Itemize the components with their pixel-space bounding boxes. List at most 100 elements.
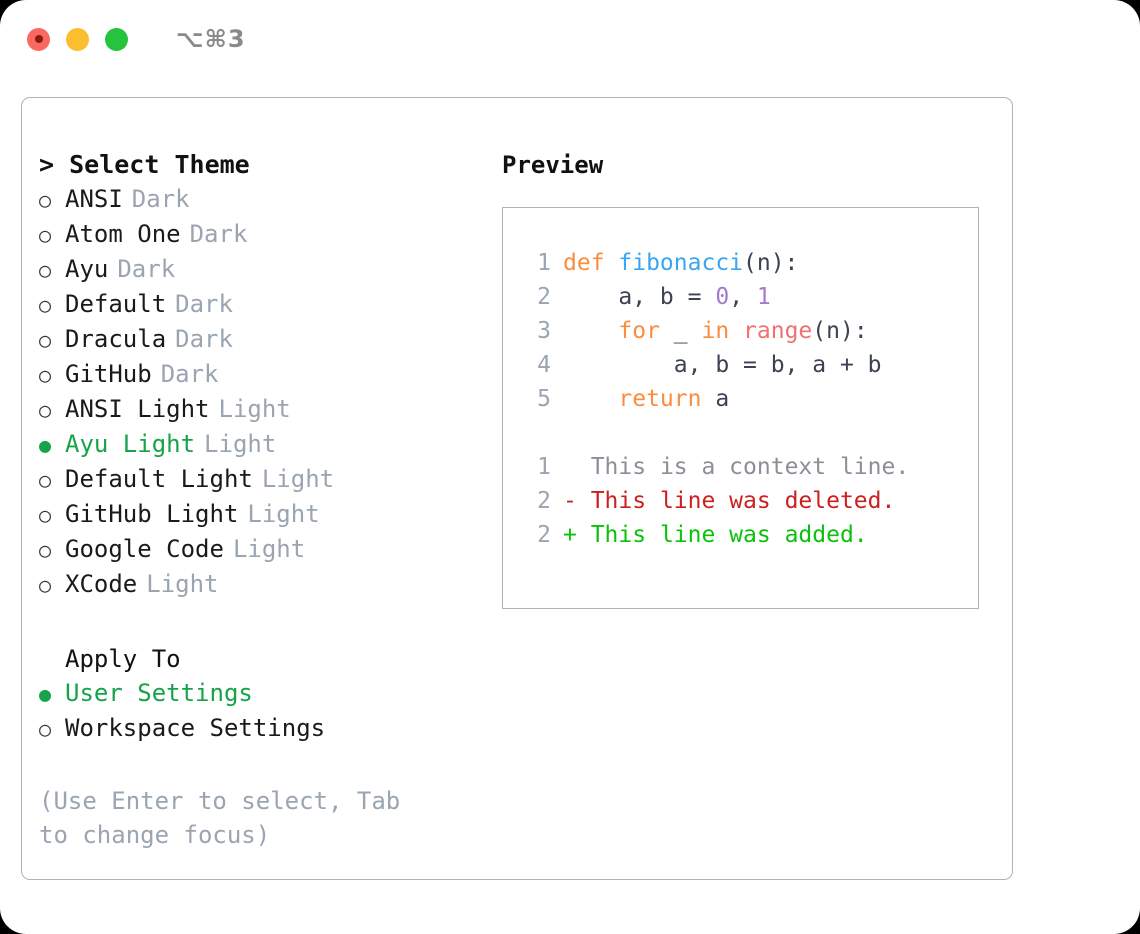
code-line-content: a, b = b, a + b <box>563 348 882 382</box>
theme-option-label: GitHub <box>65 360 152 388</box>
code-token-kw: in <box>701 318 730 344</box>
line-number: 2 <box>537 488 551 514</box>
theme-option-atom-one[interactable]: ○ Atom One Dark <box>39 217 502 252</box>
apply-to-option-label: User Settings <box>65 679 253 707</box>
theme-option-label: GitHub Light <box>65 500 239 528</box>
apply-to-option-list: ● User Settings ○ Workspace Settings <box>39 676 502 746</box>
line-number: 1 <box>537 454 551 480</box>
zoom-button[interactable] <box>105 27 128 51</box>
radio-unselected-icon: ○ <box>39 573 52 597</box>
code-line-content: def fibonacci(n): <box>563 246 798 280</box>
theme-variant-tag: Light <box>247 500 320 528</box>
traffic-lights <box>27 27 128 51</box>
code-line: 1 def fibonacci(n): <box>517 246 978 280</box>
radio-unselected-icon: ○ <box>39 503 52 527</box>
code-line: 5 return a <box>517 382 978 416</box>
theme-option-ayu[interactable]: ○ Ayu Dark <box>39 252 502 287</box>
line-number: 5 <box>537 386 551 412</box>
close-button[interactable] <box>27 27 50 51</box>
radio-unselected-icon: ○ <box>39 398 52 422</box>
theme-variant-tag: Dark <box>175 325 233 353</box>
code-token-plain: (n): <box>812 318 868 344</box>
line-number: 1 <box>537 250 551 276</box>
code-token-plain: a, b = <box>563 284 716 310</box>
code-line-content: return a <box>563 382 729 416</box>
diff-line-added: 2+ This line was added. <box>517 518 978 552</box>
theme-option-label: Ayu Light <box>65 430 196 458</box>
theme-variant-tag: Dark <box>175 290 233 318</box>
theme-option-github[interactable]: ○ GitHub Dark <box>39 357 502 392</box>
diff-sample: 1 This is a context line. 2- This line wa… <box>517 450 978 552</box>
radio-unselected-icon: ○ <box>39 293 52 317</box>
radio-selected-icon: ● <box>39 682 52 706</box>
line-number: 4 <box>537 352 551 378</box>
radio-unselected-icon: ○ <box>39 538 52 562</box>
diff-line-text: This line was deleted. <box>576 488 896 514</box>
apply-to-option-user-settings[interactable]: ● User Settings <box>39 676 502 711</box>
preview-heading: Preview <box>502 151 604 179</box>
diff-line-context: 1 This is a context line. <box>517 450 978 484</box>
code-line: 3 for _ in range(n): <box>517 314 978 348</box>
line-number: 3 <box>537 318 551 344</box>
theme-variant-tag: Dark <box>131 185 190 213</box>
theme-option-label: ANSI <box>65 185 123 213</box>
theme-option-github-light[interactable]: ○ GitHub Light Light <box>39 497 502 532</box>
diff-marker: - <box>563 488 577 514</box>
theme-variant-tag: Light <box>146 570 219 598</box>
radio-unselected-icon: ○ <box>39 258 52 282</box>
theme-variant-tag: Light <box>204 430 277 458</box>
theme-option-label: Atom One <box>65 220 181 248</box>
code-spacer <box>517 416 978 450</box>
theme-variant-tag: Dark <box>160 360 219 388</box>
apply-to-option-label: Workspace Settings <box>65 714 326 742</box>
code-token-bfn: range <box>743 318 813 344</box>
code-line: 2 a, b = 0, 1 <box>517 280 978 314</box>
radio-selected-icon: ● <box>39 433 52 457</box>
theme-variant-tag: Dark <box>189 220 248 248</box>
code-line-content: for _ in range(n): <box>563 314 868 348</box>
code-token-plain: (n): <box>743 250 799 276</box>
code-token-plain: a, b = b, a + b <box>563 352 882 378</box>
select-theme-heading: > Select Theme <box>39 150 250 179</box>
code-token-kw: for <box>618 318 660 344</box>
code-token-plain: a <box>701 386 730 412</box>
theme-variant-tag: Light <box>261 465 335 493</box>
theme-option-label: Default Light <box>65 465 253 493</box>
radio-unselected-icon: ○ <box>39 717 52 741</box>
diff-marker <box>563 450 577 484</box>
code-token-num: 1 <box>756 284 771 310</box>
code-token-kw: def <box>563 250 619 276</box>
radio-unselected-icon: ○ <box>39 363 52 387</box>
code-token-plain: _ <box>659 318 702 344</box>
code-line-content: a, b = 0, 1 <box>563 280 771 314</box>
apply-to-option-workspace-settings[interactable]: ○ Workspace Settings <box>39 711 502 746</box>
theme-option-label: ANSI Light <box>65 395 210 423</box>
diff-line-text: This line was added. <box>576 522 868 548</box>
theme-option-ansi-light[interactable]: ○ ANSI Light Light <box>39 392 502 427</box>
theme-option-label: Google Code <box>65 535 224 563</box>
theme-option-xcode[interactable]: ○ XCode Light <box>39 567 502 602</box>
theme-option-label: Ayu <box>65 255 109 283</box>
theme-variant-tag: Light <box>218 395 291 423</box>
radio-unselected-icon: ○ <box>39 223 52 247</box>
code-token-plain <box>563 386 618 412</box>
keyboard-hint-text: (Use Enter to select, Tab to change focu… <box>39 787 415 849</box>
minimize-button[interactable] <box>66 27 89 51</box>
title-bar: ⌥⌘3 <box>0 0 1140 78</box>
radio-unselected-icon: ○ <box>39 188 52 212</box>
theme-option-google-code[interactable]: ○ Google Code Light <box>39 532 502 567</box>
line-number: 2 <box>537 284 551 310</box>
code-token-num: 0 <box>715 284 730 310</box>
theme-option-ansi[interactable]: ○ ANSI Dark <box>39 182 502 217</box>
theme-option-ayu-light[interactable]: ● Ayu Light Light <box>39 427 502 462</box>
theme-variant-tag: Dark <box>117 255 176 283</box>
theme-option-label: XCode <box>65 570 138 598</box>
theme-variant-tag: Light <box>232 535 306 563</box>
code-line: 4 a, b = b, a + b <box>517 348 978 382</box>
